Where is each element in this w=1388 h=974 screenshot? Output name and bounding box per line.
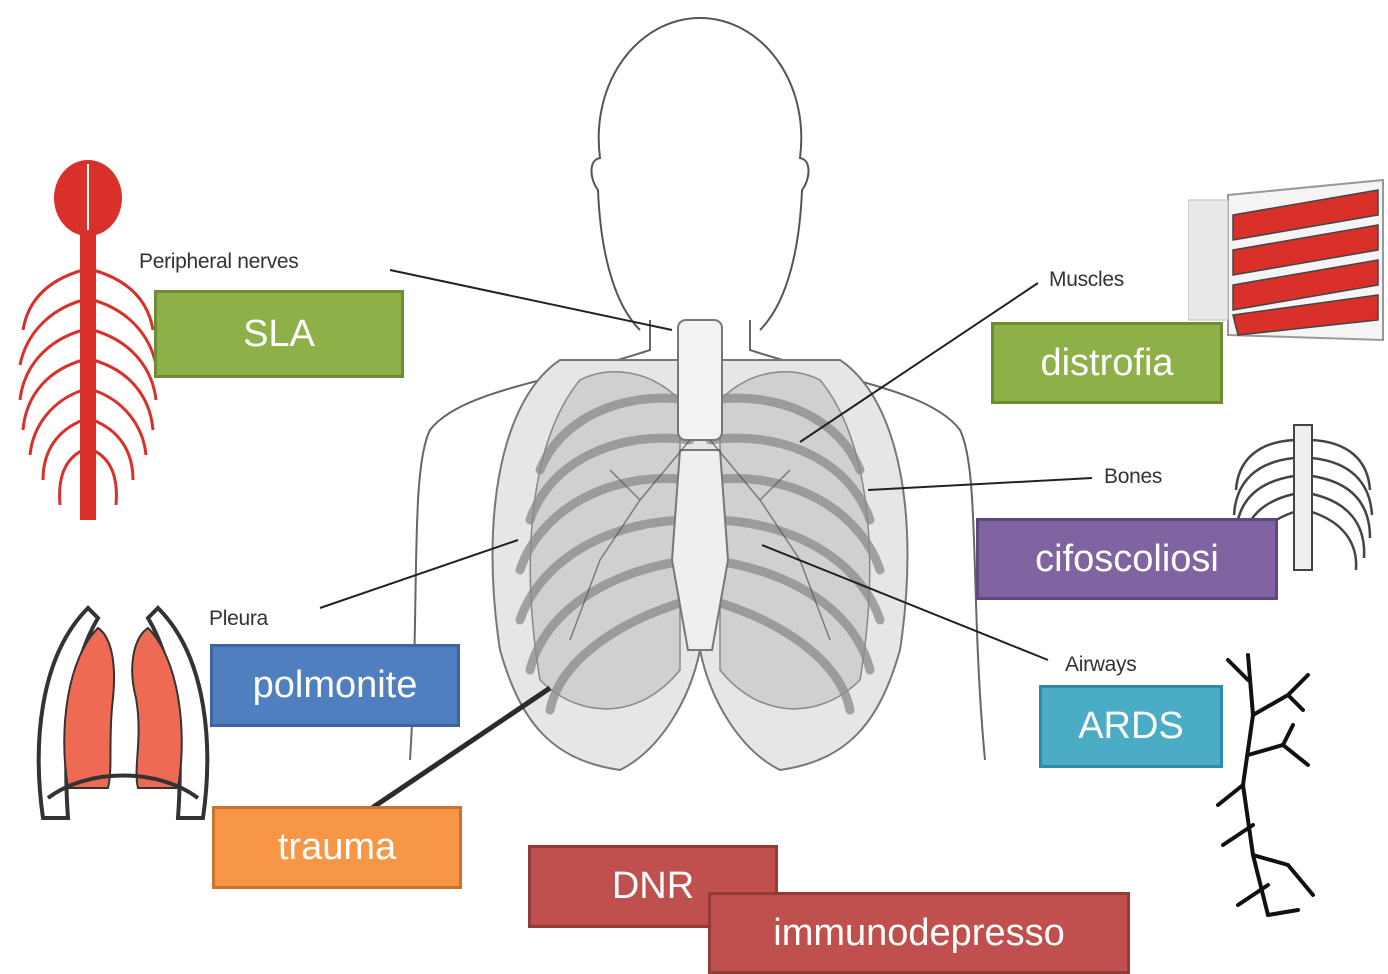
label-peripheral-nerves: Peripheral nerves: [139, 250, 299, 274]
label-pleura: Pleura: [209, 607, 268, 631]
label-muscles: Muscles: [1049, 268, 1124, 292]
box-cifoscoliosi: cifoscoliosi: [976, 518, 1278, 600]
box-distrofia: distrofia: [991, 322, 1223, 404]
box-sla: SLA: [154, 290, 404, 378]
label-bones: Bones: [1104, 465, 1162, 489]
box-polmonite: polmonite: [210, 644, 460, 727]
box-ards: ARDS: [1039, 685, 1223, 768]
box-trauma: trauma: [212, 806, 462, 889]
box-immunodepresso: immunodepresso: [708, 892, 1130, 974]
label-airways: Airways: [1065, 653, 1136, 677]
